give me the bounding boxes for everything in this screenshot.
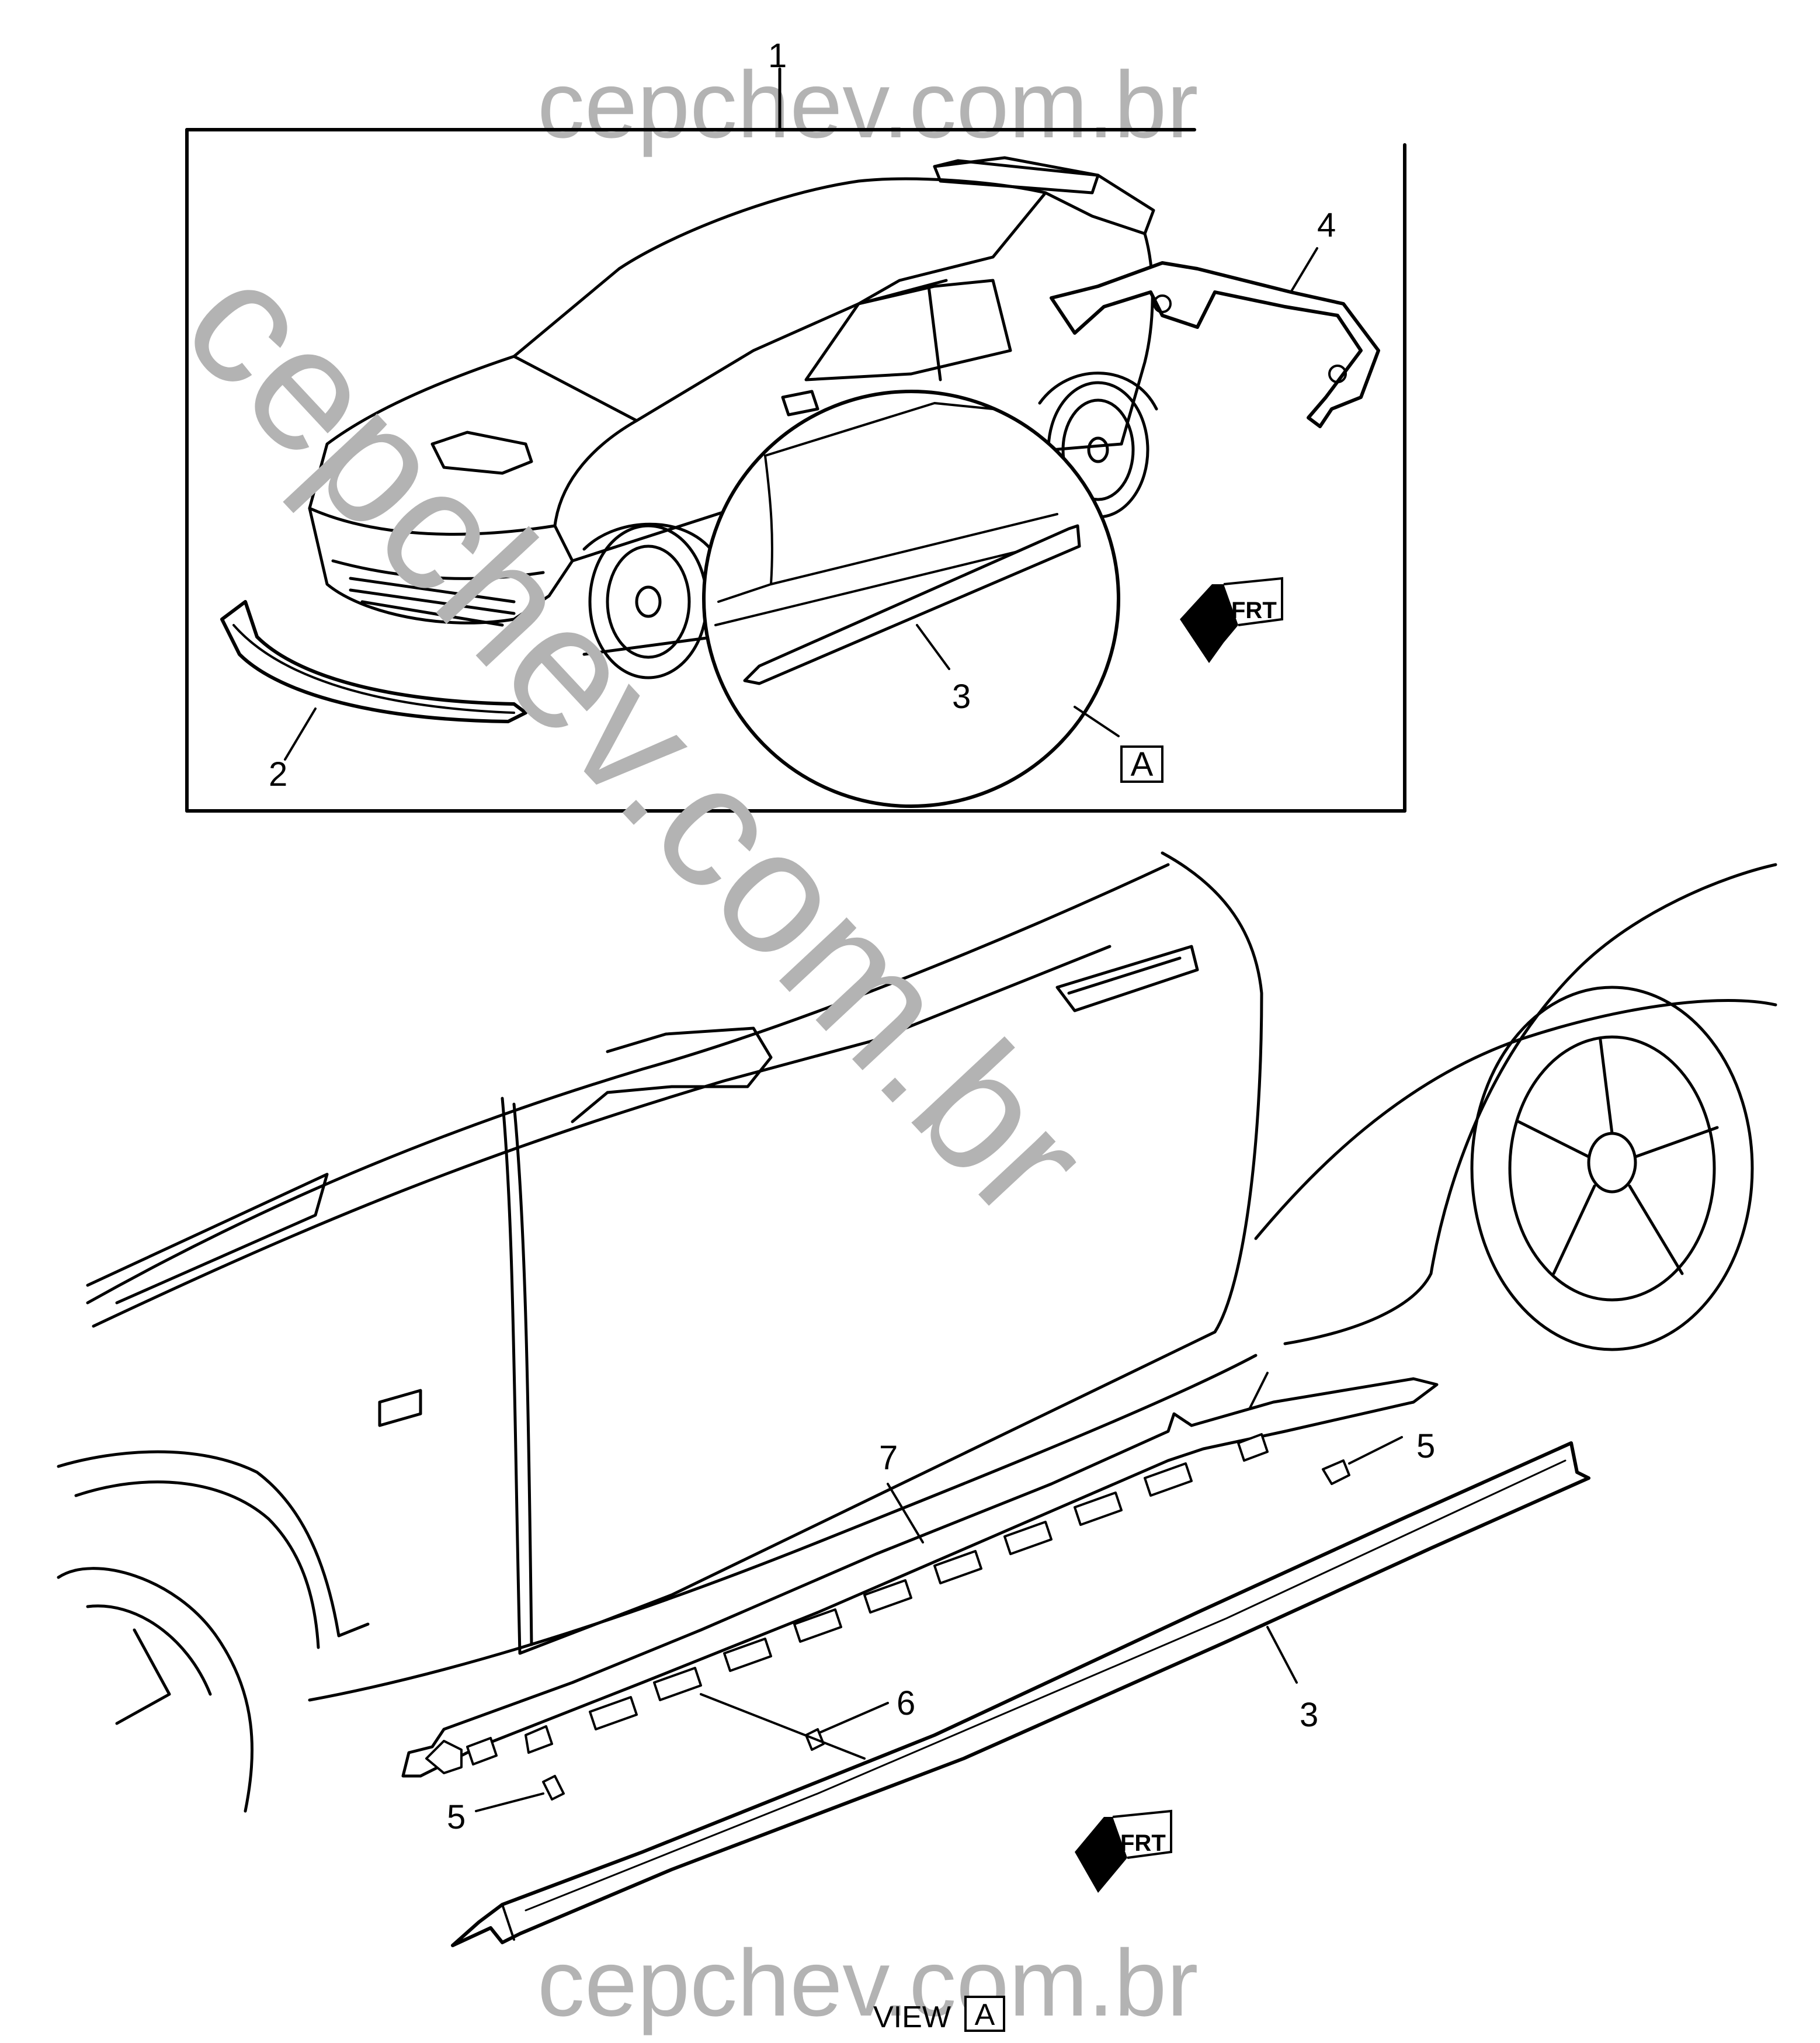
svg-text:A: A xyxy=(1131,745,1154,783)
callout-2: 2 xyxy=(269,755,287,793)
frt-arrow-top: FRT xyxy=(1180,577,1283,663)
detail-circle xyxy=(702,390,1120,808)
svg-text:FRT: FRT xyxy=(1120,1830,1166,1856)
callout-3-detail: 3 xyxy=(952,678,971,716)
rocker-bracket xyxy=(401,1372,1439,1778)
svg-text:A: A xyxy=(975,1998,995,2032)
callout-1: 1 xyxy=(768,37,787,75)
rocker-panel-molding xyxy=(451,1441,1590,1947)
watermark-bottom: cepchev.com.br xyxy=(537,1930,1198,2036)
svg-text:VIEW: VIEW xyxy=(873,2000,951,2034)
svg-text:FRT: FRT xyxy=(1231,598,1277,623)
clip-part-6 xyxy=(700,1693,889,1760)
fastener-right xyxy=(1322,1436,1403,1485)
frt-arrow-bottom: FRT xyxy=(1075,1809,1172,1893)
watermark-top: cepchev.com.br xyxy=(537,52,1198,158)
detail-marker: A xyxy=(1120,745,1163,783)
view-a-car-body xyxy=(57,851,1777,1813)
callout-6: 6 xyxy=(897,1684,915,1722)
overview-frame xyxy=(185,67,1406,813)
fastener-left xyxy=(475,1775,565,1812)
callout-5-left: 5 xyxy=(447,1798,466,1836)
callout-5-right: 5 xyxy=(1416,1427,1435,1465)
callout-7: 7 xyxy=(879,1439,898,1477)
callout-4: 4 xyxy=(1317,206,1336,244)
front-lip-spoiler xyxy=(220,600,527,761)
callout-3-view: 3 xyxy=(1300,1696,1318,1734)
rear-diffuser xyxy=(1050,247,1380,428)
view-label: VIEW A xyxy=(873,1996,1005,2034)
